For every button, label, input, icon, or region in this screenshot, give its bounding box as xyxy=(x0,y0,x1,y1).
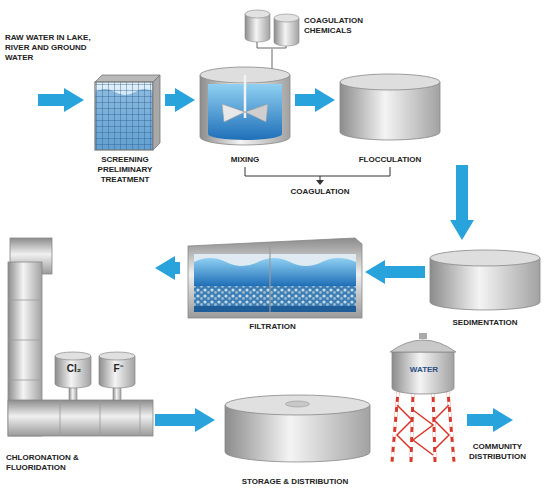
chlorine-tank: Cl₂ xyxy=(54,352,94,386)
water-tower: WATER xyxy=(383,335,465,465)
screening-unit: SCREENING PRELIMINARY TREATMENT xyxy=(85,72,165,185)
stage-caption: FLOCCULATION xyxy=(359,155,422,165)
flow-arrow xyxy=(155,414,201,426)
stage-caption: FILTRATION xyxy=(249,322,295,332)
stage-caption: SEDIMENTATION xyxy=(452,318,517,328)
chlorination-pipe: CHLORONATION & FLUORIDATION Cl₂ F⁻ xyxy=(3,232,155,473)
flow-arrow xyxy=(456,165,468,226)
sedimentation-tank: SEDIMENTATION xyxy=(425,240,545,328)
stage-caption: Cl₂ xyxy=(67,363,81,376)
flocculation-tank: FLOCCULATION xyxy=(335,70,470,165)
flow-arrow xyxy=(295,94,321,106)
stage-caption: COAGULATION CHEMICALS xyxy=(304,16,384,36)
feed-line xyxy=(272,49,273,62)
output-label: COMMUNITY DISTRIBUTION xyxy=(450,442,545,462)
stage-caption: F⁻ xyxy=(113,363,122,376)
chemical-tanks: COAGULATION CHEMICALS xyxy=(240,3,385,49)
flow-arrow xyxy=(169,262,180,274)
flow-arrow xyxy=(165,94,181,106)
stage-caption: STORAGE & DISTRIBUTION xyxy=(242,477,349,487)
mixing-tank: MIXING xyxy=(195,62,295,165)
stage-caption: MIXING xyxy=(231,155,259,165)
stage-group-label: COAGULATION xyxy=(270,187,370,197)
flow-arrow xyxy=(379,266,425,278)
fluoride-tank: F⁻ xyxy=(98,352,138,386)
stage-caption: WATER xyxy=(410,365,438,375)
filtration-bed: FILTRATION xyxy=(180,232,365,332)
stage-caption: CHLORONATION & FLUORIDATION xyxy=(6,453,102,473)
storage-tank: STORAGE & DISTRIBUTION xyxy=(215,388,375,487)
source-label: RAW WATER IN LAKE, RIVER AND GROUND WATE… xyxy=(5,33,93,63)
stage-caption: SCREENING PRELIMINARY TREATMENT xyxy=(86,155,164,185)
